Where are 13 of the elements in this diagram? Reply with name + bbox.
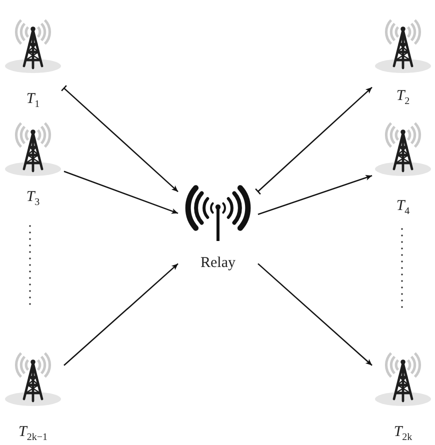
tower-label: T$_{4}$: [396, 197, 410, 219]
arrow: [64, 170, 178, 214]
tower-label: T$_{2k−1}$: [18, 423, 48, 445]
arrow: [258, 174, 372, 216]
tower-label: T$_{3}$: [26, 188, 40, 210]
tower-label: T$_{2k}$: [394, 423, 412, 445]
arrow: [60, 84, 178, 192]
arrow: [64, 263, 178, 366]
arrow: [258, 263, 372, 366]
relay-label: Relay: [200, 254, 236, 272]
arrow: [254, 86, 372, 195]
tower-label: T$_{1}$: [26, 90, 40, 112]
tower-label: T$_{2}$: [396, 87, 410, 109]
